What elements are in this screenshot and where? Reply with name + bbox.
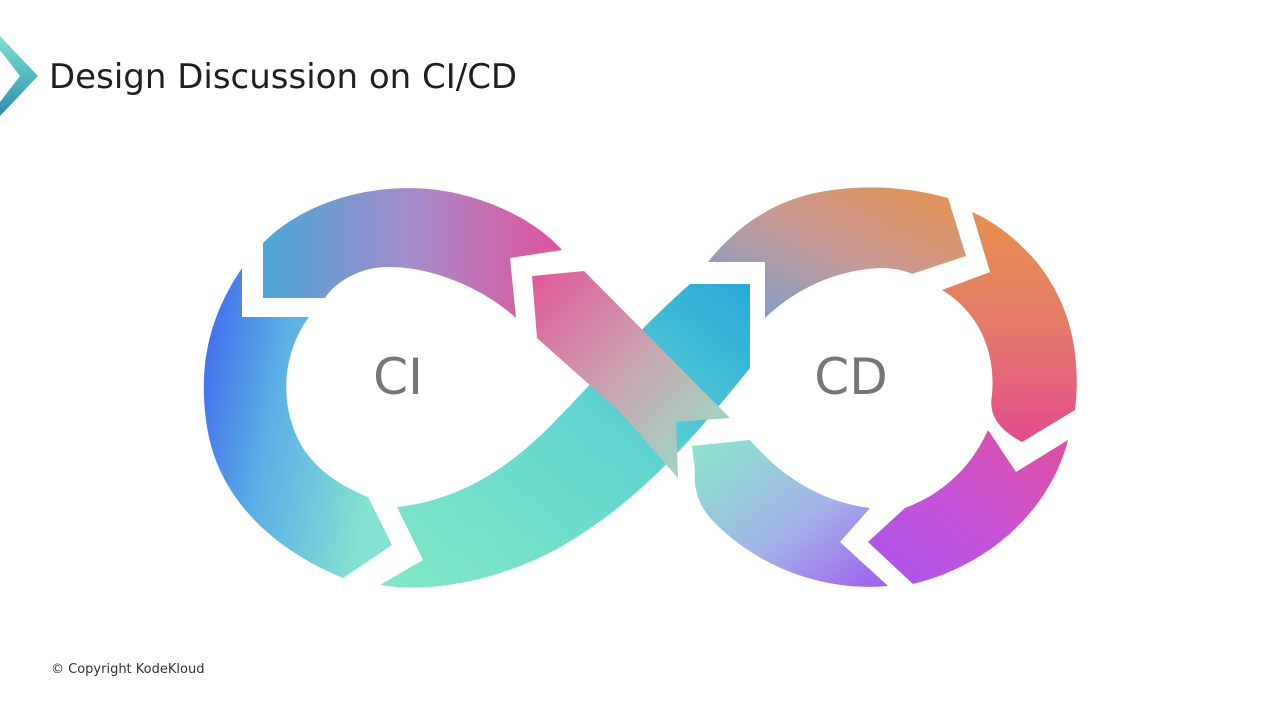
slide-title: Design Discussion on CI/CD: [49, 57, 518, 97]
cd-label: CD: [814, 348, 887, 406]
cd-arrow-bottom-right: [868, 430, 1068, 584]
cd-arrow-top: [708, 187, 966, 318]
cd-arrow-cross-down: [532, 271, 730, 478]
ci-label: CI: [373, 348, 423, 406]
corner-chevron-icon: [0, 36, 38, 116]
cd-arrow-bottom: [692, 440, 888, 587]
ci-arrow-top: [263, 188, 562, 318]
cd-arrow-right: [942, 212, 1077, 442]
copyright-notice: © Copyright KodeKloud: [51, 662, 205, 677]
ci-arrow-left: [203, 268, 392, 578]
